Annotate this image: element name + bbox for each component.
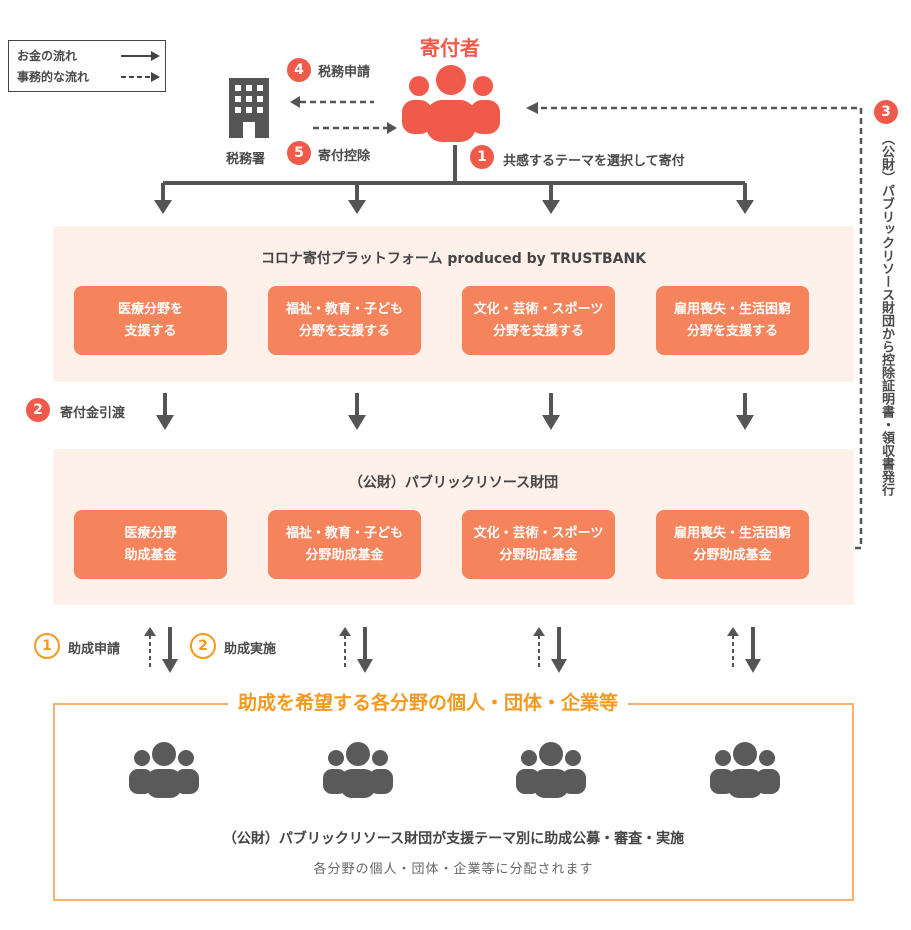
certificate-arrow <box>526 102 863 550</box>
recipients-title: 助成を希望する各分野の個人・団体・企業等 <box>228 688 629 715</box>
grant-apply-badge: 1 <box>34 633 60 659</box>
foundation-panel: （公財）パブリックリソース財団 医療分野 助成基金 福祉・教育・子ども 分野助成… <box>53 449 854 605</box>
box-line: 文化・芸術・スポーツ <box>473 525 604 541</box>
box-line: 助成基金 <box>124 547 177 563</box>
tax-deduction-arrow <box>313 122 397 134</box>
box-line: 医療分野を <box>117 301 183 317</box>
step-4-badge: 4 <box>287 58 311 82</box>
platform-box-culture[interactable]: 文化・芸術・スポーツ 分野を支援する <box>462 286 615 355</box>
box-line: 分野を支援する <box>686 323 778 339</box>
box-line: 福祉・教育・子ども <box>285 525 403 541</box>
platform-title: コロナ寄付プラットフォーム produced by TRUSTBANK <box>260 251 647 267</box>
legend-admin-label: 事務的な流れ <box>17 70 90 84</box>
step-2-badge: 2 <box>26 398 50 422</box>
grant-execute-badge: 2 <box>190 633 216 659</box>
foundation-box-employment[interactable]: 雇用喪失・生活困窮 分野助成基金 <box>656 510 809 579</box>
platform-panel: コロナ寄付プラットフォーム produced by TRUSTBANK 医療分野… <box>53 226 854 382</box>
tax-office-label: 税務署 <box>226 152 266 167</box>
box-line: 分野を支援する <box>492 323 584 339</box>
grant-execute-label: 助成実施 <box>224 642 277 657</box>
box-line: 福祉・教育・子ども <box>285 301 403 317</box>
recipient-group-icon <box>129 742 199 798</box>
grant-apply-label: 助成申請 <box>68 642 121 657</box>
box-line: 分野助成基金 <box>693 547 772 563</box>
building-icon <box>229 78 269 138</box>
recipient-group-icon <box>516 742 586 798</box>
legend-money-label: お金の流れ <box>17 49 78 63</box>
recipient-group-icon <box>323 742 393 798</box>
platform-box-employment[interactable]: 雇用喪失・生活困窮 分野を支援する <box>656 286 809 355</box>
box-line: 文化・芸術・スポーツ <box>473 301 604 317</box>
grant-arrows <box>144 627 761 673</box>
foundation-box-medical[interactable]: 医療分野 助成基金 <box>74 510 227 579</box>
recipients-desc: （公財）パブリックリソース財団が支援テーマ別に助成公募・審査・実施 <box>222 831 685 847</box>
box-line: 分野を支援する <box>298 323 390 339</box>
box-line: 分野助成基金 <box>305 547 384 563</box>
box-line: 雇用喪失・生活困窮 <box>673 301 791 317</box>
step-3-badge: 3 <box>874 100 898 124</box>
step-3-label: （公財）パブリックリソース財団から控除証明書・領収書発行 <box>879 132 894 496</box>
distribution-arrows <box>154 145 754 214</box>
box-line: 分野助成基金 <box>499 547 578 563</box>
legend-solid-arrow-icon <box>121 51 160 61</box>
step-2-label: 寄付金引渡 <box>60 406 126 421</box>
recipient-group-icon <box>710 742 780 798</box>
step-1-badge: 1 <box>470 145 494 169</box>
legend: お金の流れ 事務的な流れ <box>8 40 166 92</box>
foundation-box-culture[interactable]: 文化・芸術・スポーツ 分野助成基金 <box>462 510 615 579</box>
foundation-title: （公財）パブリックリソース財団 <box>348 475 559 491</box>
box-line: 雇用喪失・生活困窮 <box>673 525 791 541</box>
transfer-arrows <box>156 393 754 430</box>
step-5-badge: 5 <box>287 141 311 165</box>
step-1-label: 共感するテーマを選択して寄付 <box>503 154 685 169</box>
foundation-box-welfare[interactable]: 福祉・教育・子ども 分野助成基金 <box>268 510 421 579</box>
tax-filing-arrow <box>290 96 374 108</box>
donor-group-icon <box>402 65 500 142</box>
platform-box-medical[interactable]: 医療分野を 支援する <box>74 286 227 355</box>
donor-title: 寄付者 <box>420 36 480 60</box>
platform-box-welfare[interactable]: 福祉・教育・子ども 分野を支援する <box>268 286 421 355</box>
box-line: 支援する <box>124 323 177 339</box>
recipients-subdesc: 各分野の個人・団体・企業等に分配されます <box>313 862 594 877</box>
legend-dashed-arrow-icon <box>121 72 160 82</box>
box-line: 医療分野 <box>124 525 177 541</box>
step-4-label: 税務申請 <box>318 65 371 80</box>
step-5-label: 寄付控除 <box>318 149 371 164</box>
